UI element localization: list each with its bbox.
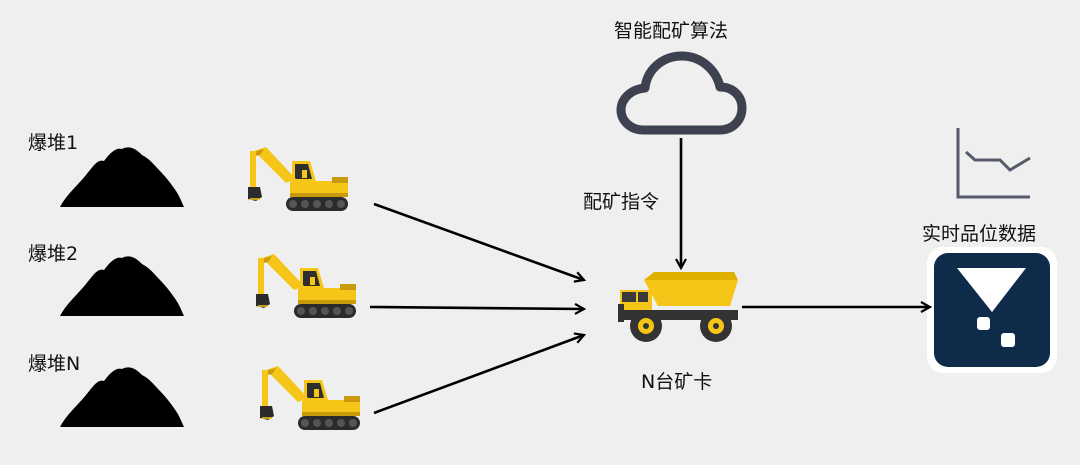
ore-pile-icon <box>60 147 184 207</box>
excavator-icon <box>247 146 349 212</box>
command-label: 配矿指令 <box>583 191 660 213</box>
line-chart-icon <box>956 128 1031 199</box>
grade-analyzer-icon <box>927 247 1057 373</box>
truck-label: N台矿卡 <box>641 371 713 393</box>
realtime-grade-label: 实时品位数据 <box>922 223 1037 245</box>
arrow-pileN-to-truck <box>373 335 584 415</box>
algorithm-label: 智能配矿算法 <box>614 20 729 42</box>
excavator-icon <box>259 365 361 431</box>
arrow-pile1-to-truck <box>373 202 584 280</box>
excavator-icon <box>255 253 357 319</box>
arrow-pile2-to-truck <box>369 307 584 309</box>
pile-label-2: 爆堆2 <box>28 243 79 265</box>
ore-pile-icon <box>60 367 184 427</box>
pile-label-n: 爆堆N <box>28 353 81 375</box>
mining-truck-icon <box>618 272 738 342</box>
ore-pile-icon <box>60 256 184 316</box>
cloud-icon <box>616 51 747 135</box>
pile-label-1: 爆堆1 <box>28 132 79 154</box>
